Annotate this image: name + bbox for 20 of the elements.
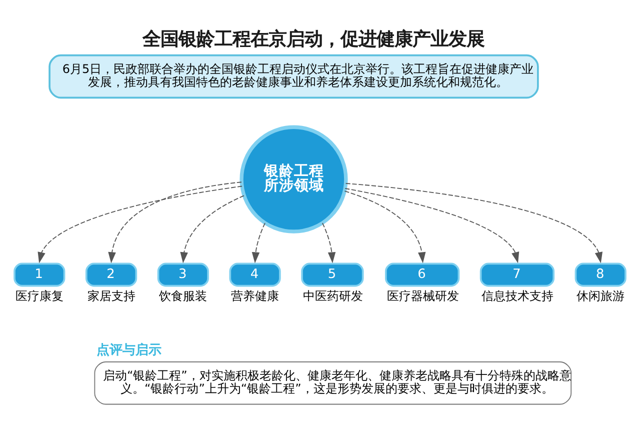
arrow — [322, 222, 336, 263]
node-label: 点评与启示 — [96, 342, 162, 358]
arrow — [344, 190, 426, 263]
arrow — [108, 181, 242, 263]
node-label: 信息技术支持 — [482, 288, 554, 303]
node-label: 医疗康复 — [15, 288, 64, 303]
node-label: 营养健康 — [231, 288, 280, 303]
arrow — [344, 187, 520, 263]
node-box: 6月5日，民政部联合举办的全国银龄工程启动仪式在北京举行。该工程旨在促进健康产业发展，推动具有我国特色的老龄健康事业和养老体系建设更加系统化和规范化。 — [48, 54, 539, 98]
node-circle: 银龄工程所涉领域 — [240, 124, 348, 233]
node-label: 休闲旅游 — [576, 288, 625, 303]
arrow — [38, 185, 242, 263]
arrow — [252, 222, 266, 263]
diagram-title: 全国银龄工程在京启动，促进健康产业发展 — [142, 28, 485, 50]
node-label: 医疗器械研发 — [386, 288, 459, 303]
node-label: 家居支持 — [87, 288, 136, 303]
arrow — [345, 182, 603, 263]
arrow — [180, 194, 244, 263]
node-label: 中医药研发 — [302, 288, 363, 303]
node-label: 饮食服装 — [159, 288, 208, 303]
